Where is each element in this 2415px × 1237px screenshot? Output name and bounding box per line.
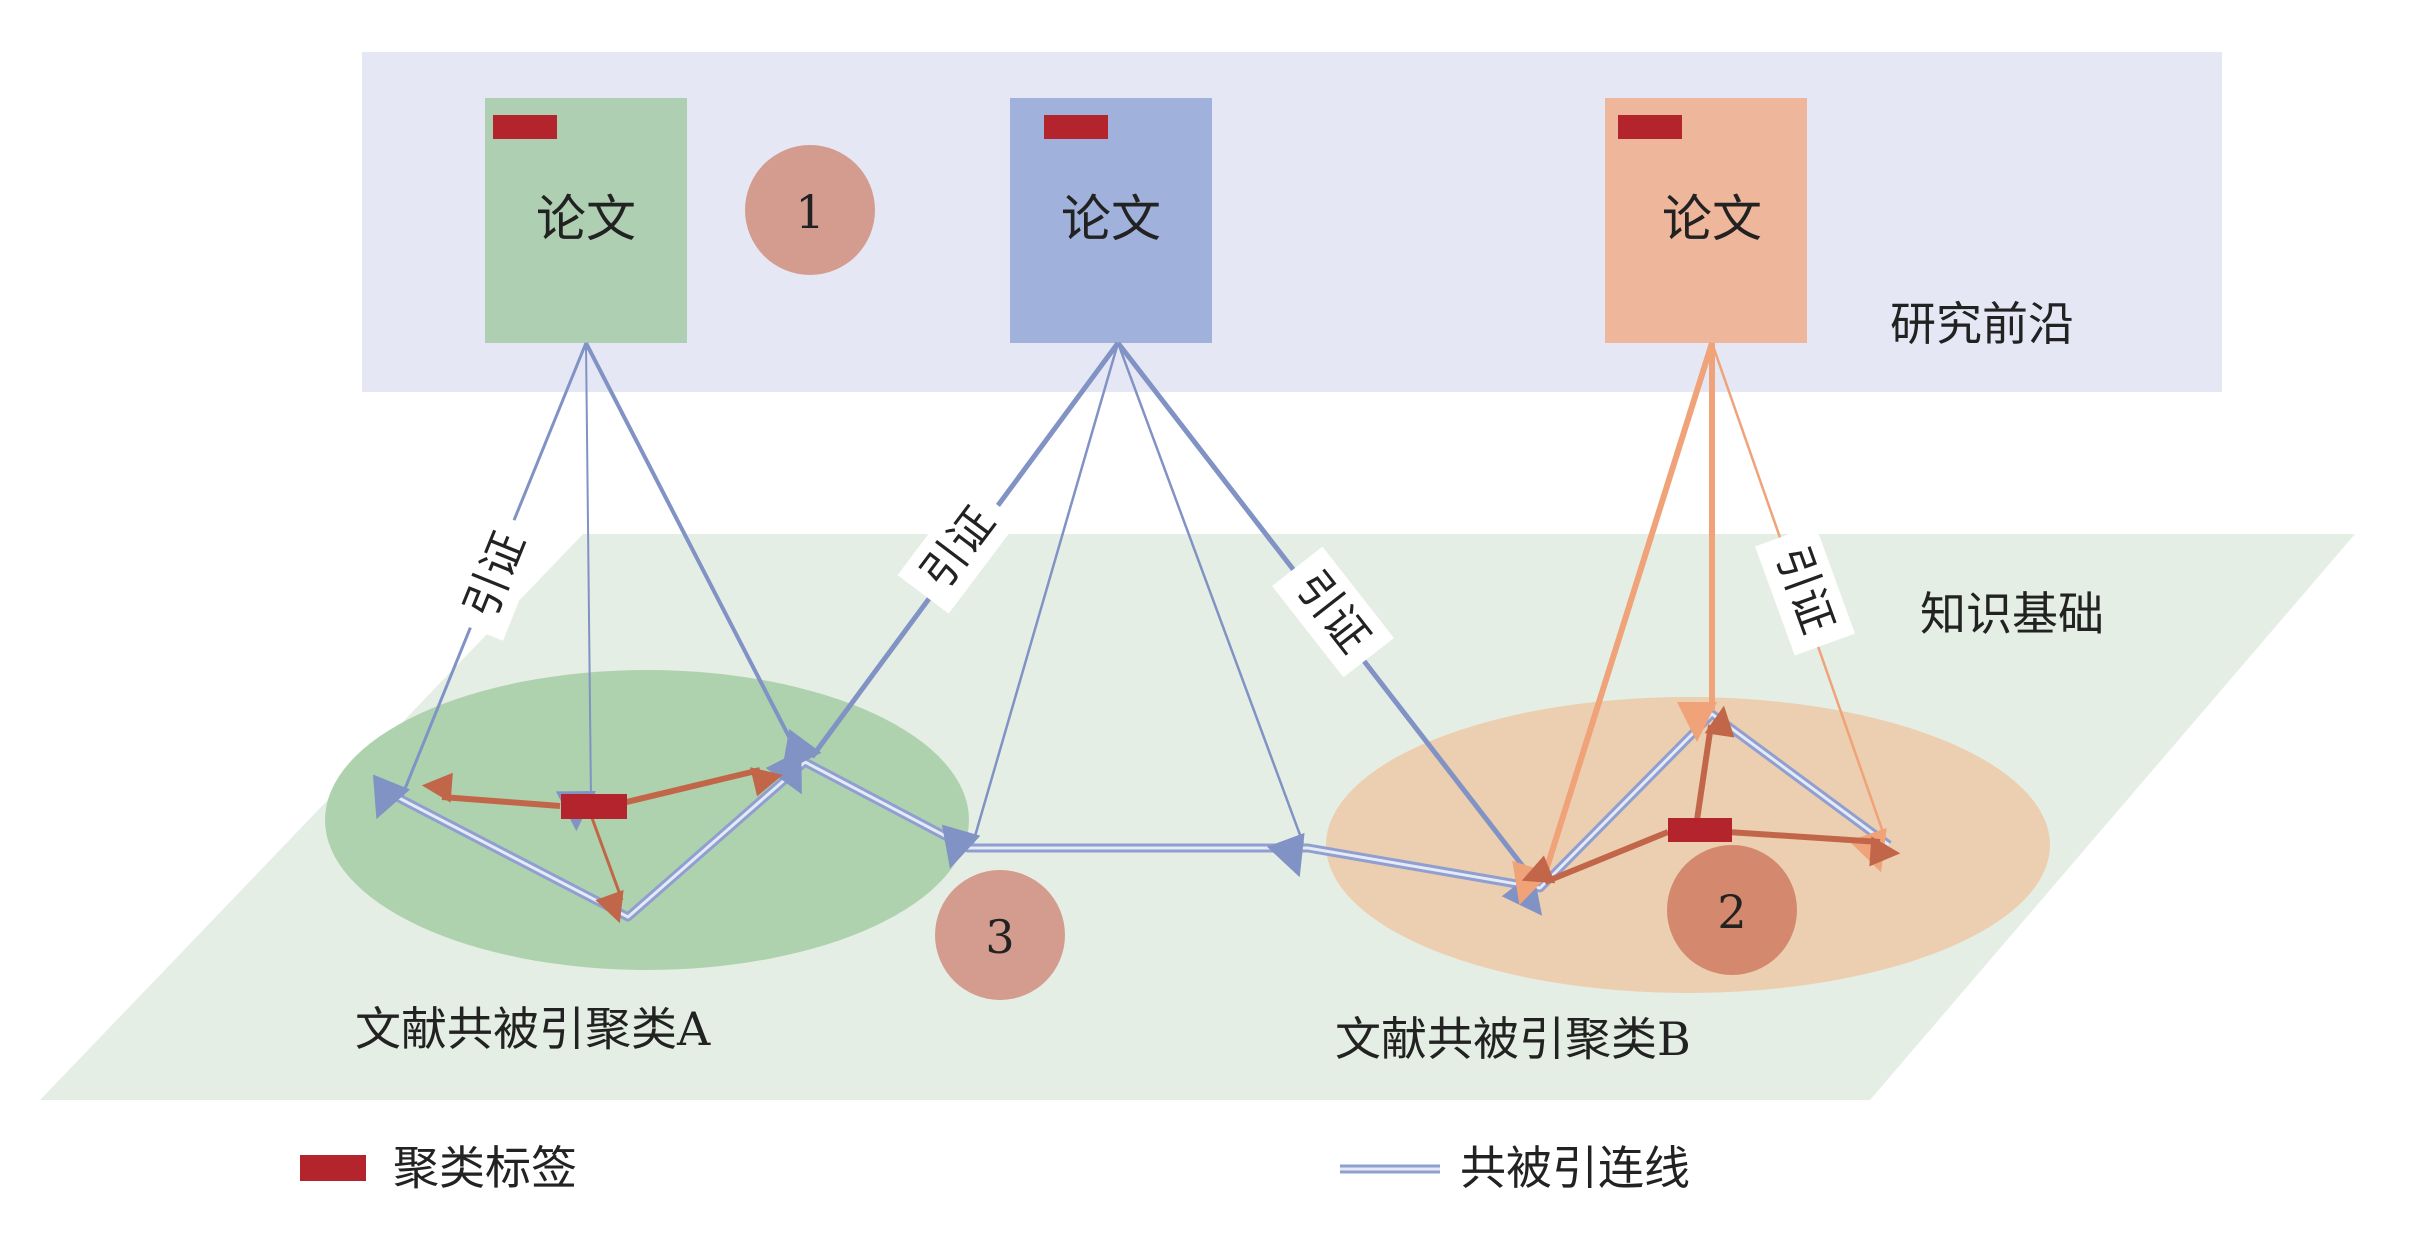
marker-2: 2 xyxy=(1667,845,1797,975)
paper-1: 论文 xyxy=(485,98,687,343)
cluster-a-tag xyxy=(561,794,627,819)
cluster-b-tag-arrows xyxy=(1521,705,1901,885)
cluster-tag xyxy=(1044,115,1108,139)
paper-3-label: 论文 xyxy=(1662,190,1762,248)
svg-text:1: 1 xyxy=(795,185,824,239)
marker-3: 3 xyxy=(935,870,1065,1000)
research-front-label: 研究前沿 xyxy=(1890,297,2074,351)
legend: 聚类标签 共被引连线 xyxy=(300,1141,1690,1195)
marker-1: 1 xyxy=(745,145,875,275)
svg-text:2: 2 xyxy=(1717,885,1746,939)
cluster-b-tag xyxy=(1668,818,1732,842)
cluster-tag xyxy=(1618,115,1682,139)
legend-tag-swatch xyxy=(300,1155,366,1181)
legend-tag-label: 聚类标签 xyxy=(393,1141,577,1195)
cluster-a xyxy=(325,670,969,970)
paper-2-label: 论文 xyxy=(1061,190,1161,248)
paper-3: 论文 xyxy=(1605,98,1807,343)
paper-1-label: 论文 xyxy=(536,190,636,248)
legend-line-label: 共被引连线 xyxy=(1460,1141,1690,1195)
cluster-b-label: 文献共被引聚类B xyxy=(1335,1012,1691,1066)
svg-text:3: 3 xyxy=(985,910,1014,964)
cluster-a-tag-arrows xyxy=(421,767,783,924)
cluster-b xyxy=(1326,697,2050,993)
cluster-tag xyxy=(493,115,557,139)
knowledge-base-label: 知识基础 xyxy=(1920,587,2104,641)
cocitation-links xyxy=(394,709,1892,922)
cluster-a-label: 文献共被引聚类A xyxy=(355,1002,711,1056)
paper-2: 论文 xyxy=(1010,98,1212,343)
